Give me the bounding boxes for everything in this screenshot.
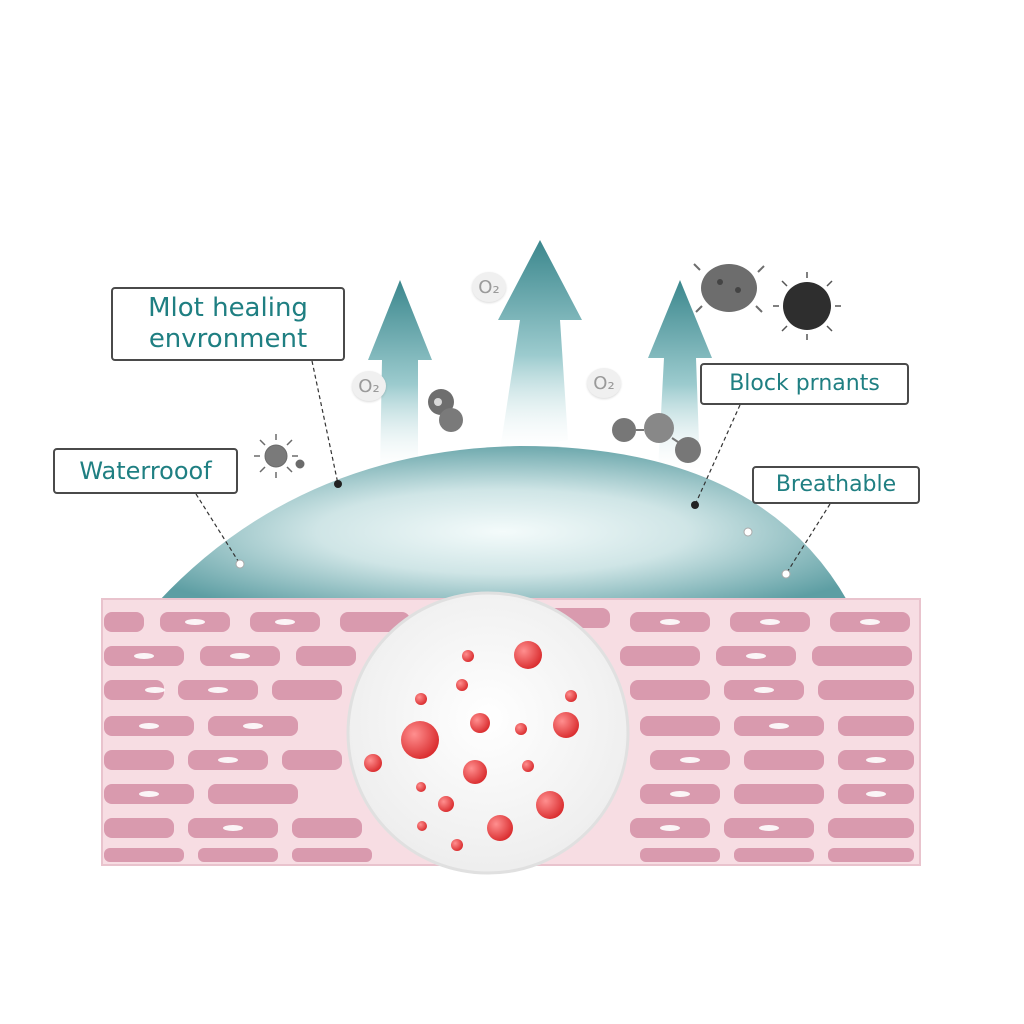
- dressing-dome: [158, 446, 848, 602]
- virus-icon: [693, 263, 765, 313]
- wound-particle-icon: [364, 641, 579, 851]
- moist-label-line1: Mlot healing: [148, 292, 308, 323]
- oxygen-bubble-icon: O₂: [352, 371, 386, 401]
- arrow-up-icon: [368, 280, 432, 470]
- germ-icon: [773, 272, 841, 340]
- moist-healing-label: Mlot healing envronment: [111, 287, 345, 361]
- arrow-up-icon: [498, 240, 582, 450]
- wound-site: [346, 591, 630, 875]
- leader-lines: [195, 360, 831, 575]
- germ-icon: [612, 413, 701, 463]
- oxygen-bubble-icon: O₂: [587, 368, 621, 398]
- block-label-text: Block prnants: [729, 370, 880, 396]
- virus-icon: [254, 434, 305, 478]
- waterproof-label-text: Waterrooof: [79, 456, 212, 485]
- bacteria-icon: [428, 389, 463, 432]
- moist-label-line2: envronment: [148, 324, 308, 354]
- leader-points: [235, 480, 791, 579]
- breathable-label: Breathable: [752, 466, 920, 504]
- block-pathogens-label: Block prnants: [700, 363, 909, 405]
- waterproof-label: Waterrooof: [53, 448, 238, 494]
- oxygen-bubble-icon: O₂: [472, 272, 506, 302]
- breathable-label-text: Breathable: [775, 471, 897, 497]
